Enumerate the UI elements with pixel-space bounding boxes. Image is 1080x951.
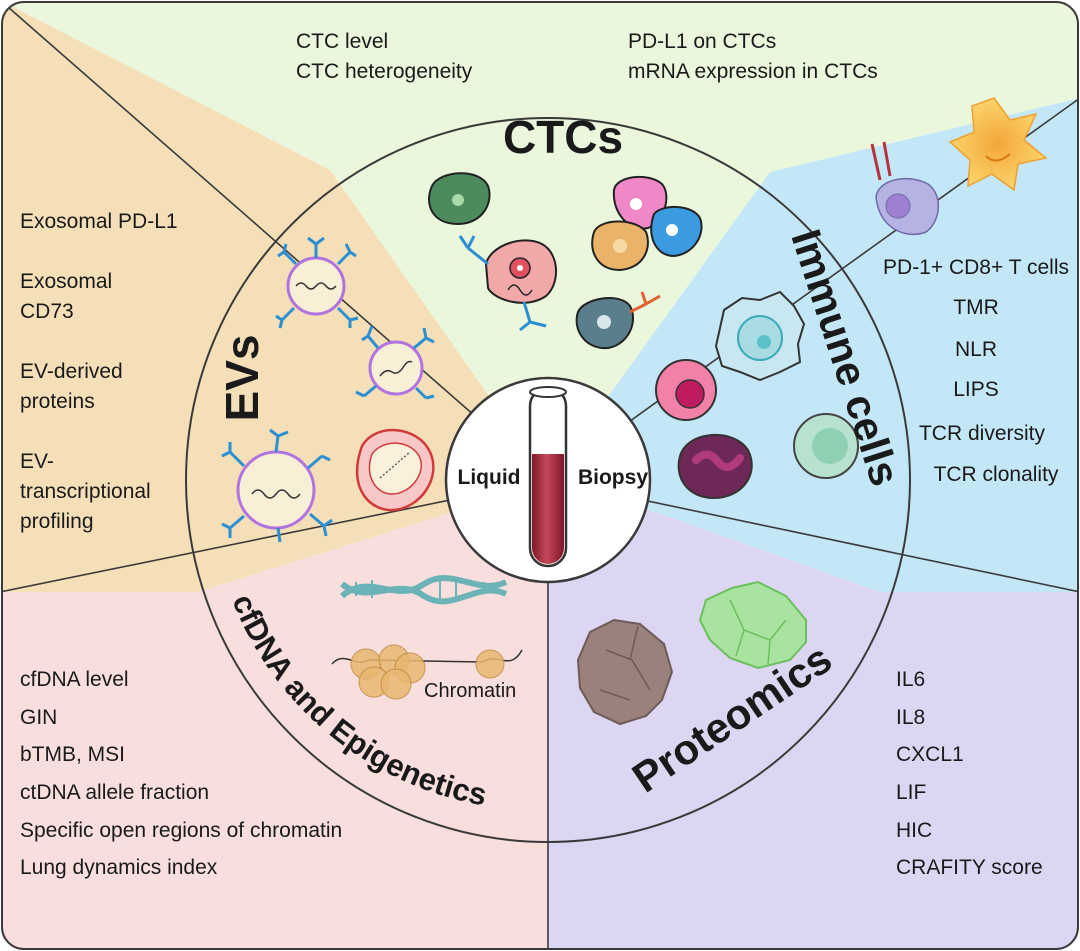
liquid-biopsy-hub: Liquid Biopsy (444, 376, 652, 584)
cfdna-item: Lung dynamics index (20, 856, 218, 879)
protein-aggregate-icon (698, 580, 807, 670)
immune-item: TMR (953, 296, 999, 319)
evs-item: Exosomal (20, 270, 112, 293)
cfdna-list: cfDNA level GIN bTMB, MSI ctDNA allele f… (20, 668, 342, 879)
evs-item: CD73 (20, 300, 74, 323)
proteomics-item: IL6 (896, 668, 925, 691)
ctcs-item: CTC heterogeneity (296, 60, 473, 83)
chromatin-label: Chromatin (424, 680, 516, 702)
immune-item: TCR clonality (934, 463, 1059, 486)
proteomics-item: CRAFITY score (896, 856, 1043, 879)
ev-illustrations (221, 236, 435, 543)
ctcs-item: PD-L1 on CTCs (628, 30, 776, 53)
ev-vesicle-icon (355, 325, 435, 400)
dendritic-cell-icon (948, 97, 1048, 192)
hub-right-label: Biopsy (578, 466, 648, 489)
ctc-cells-illustration (428, 172, 703, 350)
immune-list: PD-1+ CD8+ T cells TMR NLR LIPS TCR dive… (883, 256, 1069, 486)
cfdna-item: bTMB, MSI (20, 743, 125, 766)
ctcs-item: CTC level (296, 30, 388, 53)
evs-item: profiling (20, 510, 94, 533)
outer-ring (185, 117, 911, 843)
cfdna-item: GIN (20, 706, 57, 729)
evs-item: EV- (20, 450, 54, 473)
dna-helix-icon (340, 575, 508, 599)
evs-item: Exosomal PD-L1 (20, 210, 178, 233)
immune-item: LIPS (953, 378, 999, 401)
neutrophil-icon (677, 434, 753, 500)
ctcs-item: mRNA expression in CTCs (628, 60, 878, 83)
ev-vesicle-icon (221, 428, 333, 543)
proteomics-list: IL6 IL8 CXCL1 LIF HIC CRAFITY score (896, 668, 1043, 879)
immune-cell-illustrations (655, 97, 1048, 500)
protein-aggregate-icon (576, 618, 674, 726)
immune-item: TCR diversity (919, 422, 1046, 445)
ctcs-title: CTCs (503, 111, 623, 163)
proteomics-illustrations (576, 580, 807, 726)
chromatin-icon (331, 644, 523, 700)
proteomics-item: HIC (896, 819, 932, 842)
ev-vesicle-icon (275, 236, 359, 329)
evs-item: transcriptional (20, 480, 151, 503)
ctcs-list-left: CTC level CTC heterogeneity (296, 30, 473, 83)
proteomics-item: IL8 (896, 706, 925, 729)
evs-list: Exosomal PD-L1 Exosomal CD73 EV-derived … (20, 210, 178, 533)
evs-title: EVs (216, 335, 268, 422)
immune-item: NLR (955, 338, 997, 361)
cfdna-illustrations (331, 575, 523, 700)
proteomics-item: CXCL1 (896, 743, 964, 766)
evs-item: proteins (20, 390, 95, 413)
cfdna-item: cfDNA level (20, 668, 129, 691)
ctcs-sector (2, 2, 1078, 480)
proteomics-item: LIF (896, 781, 926, 804)
immune-item: PD-1+ CD8+ T cells (883, 256, 1069, 279)
ctcs-list-right: PD-L1 on CTCs mRNA expression in CTCs (628, 30, 878, 83)
evs-item: EV-derived (20, 360, 123, 383)
cfdna-item: Specific open regions of chromatin (20, 819, 342, 842)
blood-tube-icon (528, 386, 568, 568)
proteomics-sector (548, 480, 1078, 949)
hub-left-label: Liquid (458, 466, 521, 489)
cfdna-item: ctDNA allele fraction (20, 781, 209, 804)
